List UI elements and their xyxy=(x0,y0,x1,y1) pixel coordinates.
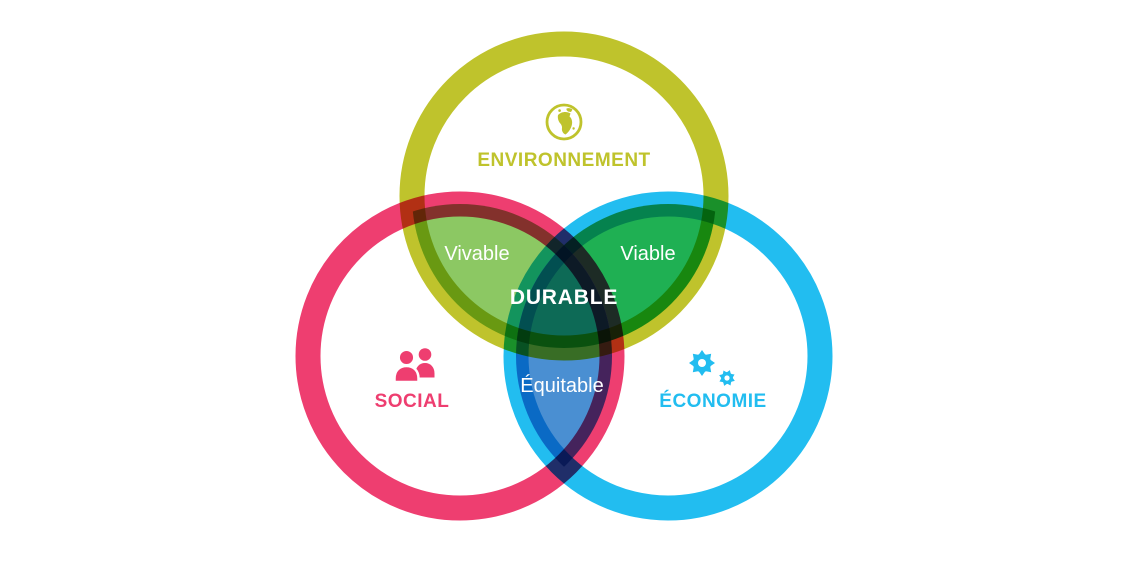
economie-circle xyxy=(503,191,833,521)
globe-icon xyxy=(545,103,583,141)
people-icon xyxy=(393,348,435,384)
economie-label: ÉCONOMIE xyxy=(659,391,767,412)
environnement-label: ENVIRONNEMENT xyxy=(477,150,651,171)
durable-label: DURABLE xyxy=(509,286,619,309)
viable-label: Viable xyxy=(620,243,676,265)
gears-icon xyxy=(689,350,738,389)
environnement-circle xyxy=(399,31,729,361)
equitable-label: Équitable xyxy=(520,375,604,397)
social-circle xyxy=(295,191,625,521)
vivable-label: Vivable xyxy=(444,243,510,265)
social-label: SOCIAL xyxy=(374,391,450,412)
